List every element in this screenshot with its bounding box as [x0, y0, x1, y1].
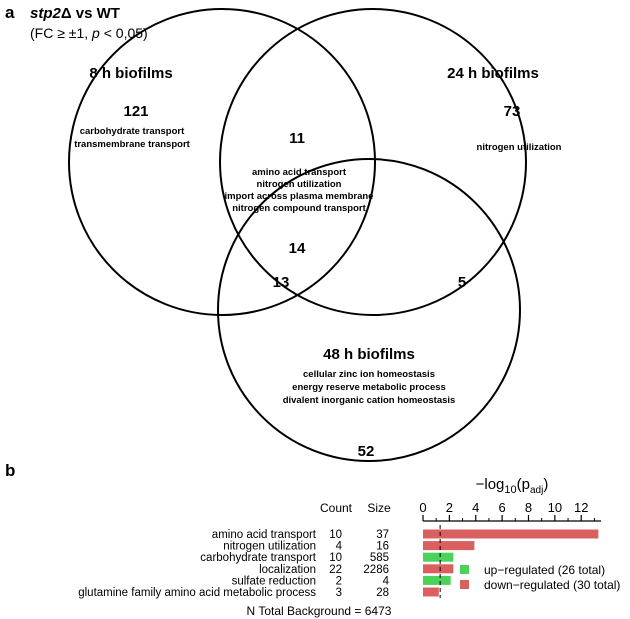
- category-label: nitrogen utilization: [223, 541, 316, 553]
- set-label-24h: 24 h biofilms: [447, 65, 539, 82]
- venn-circle-8h: [68, 8, 376, 316]
- enrichment-bars: [423, 529, 599, 597]
- category-label: sulfate reduction: [232, 575, 316, 587]
- go-term-all: nitrogen utilization: [257, 179, 342, 190]
- x-tick-label: 4: [472, 500, 479, 515]
- enrichment-rows: amino acid transport 10 37 nitrogen utiliza…: [78, 529, 389, 599]
- term-size: 16: [376, 541, 389, 553]
- gene-count: 2: [336, 575, 342, 587]
- enrichment-bar: [423, 552, 454, 562]
- venn-circle-24h: [219, 8, 527, 316]
- enrichment-bar: [423, 564, 454, 574]
- go-term-8h: transmembrane transport: [74, 139, 190, 150]
- category-label: localization: [259, 564, 316, 576]
- gene-count: 10: [329, 529, 342, 541]
- category-label: amino acid transport: [212, 529, 317, 541]
- enrichment-bar: [423, 541, 475, 551]
- count-24h-only: 73: [504, 103, 521, 120]
- x-tick-label: 2: [446, 500, 453, 515]
- go-term-24h: nitrogen utilization: [477, 142, 562, 153]
- x-axis-title: −log10(padj): [476, 476, 549, 496]
- set-label-48h: 48 h biofilms: [323, 346, 415, 363]
- term-size: 585: [370, 552, 389, 564]
- go-term-8h: carbohydrate transport: [80, 126, 185, 137]
- term-size: 2286: [363, 564, 389, 576]
- x-tick-label: 12: [574, 500, 588, 515]
- legend-label-up: up−regulated (26 total): [484, 563, 605, 577]
- legend-swatch-up: [460, 565, 469, 574]
- go-term-48h: cellular zinc ion homeostasis: [303, 369, 435, 380]
- background-total: N Total Background = 6473: [247, 604, 392, 618]
- legend-swatch-down: [460, 580, 469, 589]
- gene-count: 3: [336, 587, 342, 599]
- x-axis-ticks: 0 2 4 6 8 10 12: [419, 500, 595, 521]
- enrichment-bar: [423, 529, 599, 539]
- enrichment-bar: [423, 587, 439, 597]
- x-tick-label: 10: [548, 500, 562, 515]
- comparison-title: stp2Δ vs WT: [30, 5, 120, 22]
- x-tick-label: 8: [525, 500, 532, 515]
- count-48h-only: 52: [358, 443, 375, 460]
- category-label: glutamine family amino acid metabolic pr…: [78, 587, 316, 599]
- panel-a-label: a: [5, 3, 15, 22]
- go-term-48h: energy reserve metabolic process: [292, 382, 446, 393]
- enrichment-bar: [423, 575, 451, 585]
- count-24h-48h: 5: [458, 274, 466, 291]
- x-tick-label: 6: [498, 500, 505, 515]
- set-label-8h: 8 h biofilms: [89, 65, 172, 82]
- gene-count: 22: [329, 564, 342, 576]
- x-tick-label: 0: [419, 500, 426, 515]
- category-label: carbohydrate transport: [200, 552, 317, 564]
- panel-b-label: b: [5, 461, 15, 480]
- count-8h-only: 121: [123, 103, 148, 120]
- go-term-48h: divalent inorganic cation homeostasis: [283, 395, 456, 406]
- count-8h-48h: 13: [273, 274, 290, 291]
- legend-label-down: down−regulated (30 total): [484, 578, 620, 592]
- go-term-all: nitrogen compound transport: [232, 203, 366, 214]
- gene-count: 4: [336, 541, 343, 553]
- count-8h-24h: 11: [289, 130, 305, 147]
- column-header-size: Size: [367, 501, 391, 515]
- venn-circle-48h: [217, 158, 521, 462]
- column-header-count: Count: [320, 501, 353, 515]
- gene-count: 10: [329, 552, 342, 564]
- go-term-all: import across plasma membrane: [225, 191, 374, 202]
- go-term-all: amino acid transport: [252, 167, 347, 178]
- term-size: 4: [383, 575, 390, 587]
- term-size: 37: [376, 529, 389, 541]
- term-size: 28: [376, 587, 389, 599]
- count-all-three: 14: [289, 240, 306, 257]
- threshold-criteria: (FC ≥ ±1, p < 0,05): [30, 25, 148, 41]
